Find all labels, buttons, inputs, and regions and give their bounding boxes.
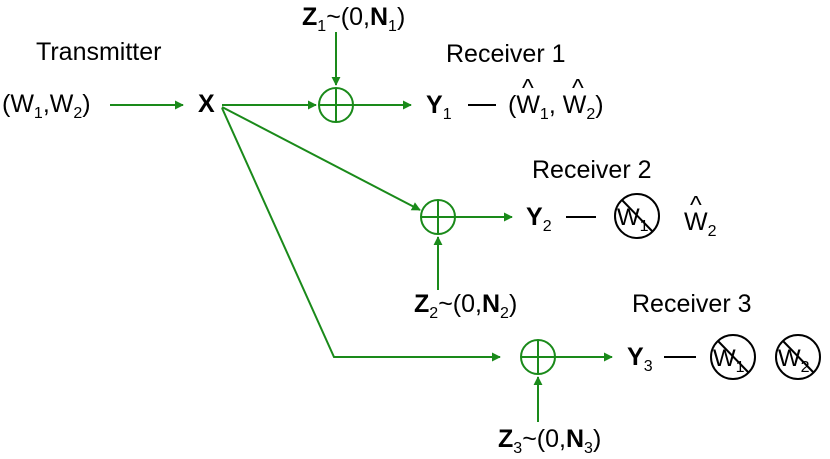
blocked-w1-r3-circle (710, 334, 756, 380)
blocked-w1-r3-slash (717, 340, 750, 374)
receiver-2-label: Receiver 2 (532, 156, 652, 184)
x-to-adder3-arrow (221, 107, 501, 362)
hat-w1-r1: ^ (522, 74, 534, 102)
hat-w2-r1: ^ (572, 74, 584, 102)
receiver-3-label: Receiver 3 (632, 290, 752, 318)
x-to-adder2-arrow (221, 106, 421, 211)
noise-3-label: Z3~(0,N3) (498, 425, 601, 457)
blocked-w1-r3-label: W1 (713, 345, 745, 376)
noise-2-label: Z2~(0,N2) (414, 290, 517, 322)
blocked-w1-r2-circle (614, 193, 660, 239)
blocked-w1-r2-label: W1 (617, 204, 649, 235)
output-y1-label: Y1 (426, 91, 452, 123)
blocked-w2-r3-circle (775, 334, 821, 380)
input-x-label: X (198, 90, 215, 118)
output-y2-label: Y2 (526, 203, 552, 235)
messages-label: (W1,W2) (2, 90, 91, 122)
hat-w2-r2: ^ (690, 191, 702, 219)
blocked-w2-r3-slash (782, 340, 815, 374)
receiver-1-label: Receiver 1 (446, 40, 566, 68)
decoded-1-label: (W1, W2) (508, 91, 604, 123)
output-y3-label: Y3 (627, 343, 653, 375)
blocked-w2-r3-label: W2 (778, 345, 810, 376)
blocked-w1-r2-slash (621, 199, 654, 233)
noise-1-label: Z1~(0,N1) (302, 3, 405, 35)
transmitter-label: Transmitter (36, 38, 161, 66)
